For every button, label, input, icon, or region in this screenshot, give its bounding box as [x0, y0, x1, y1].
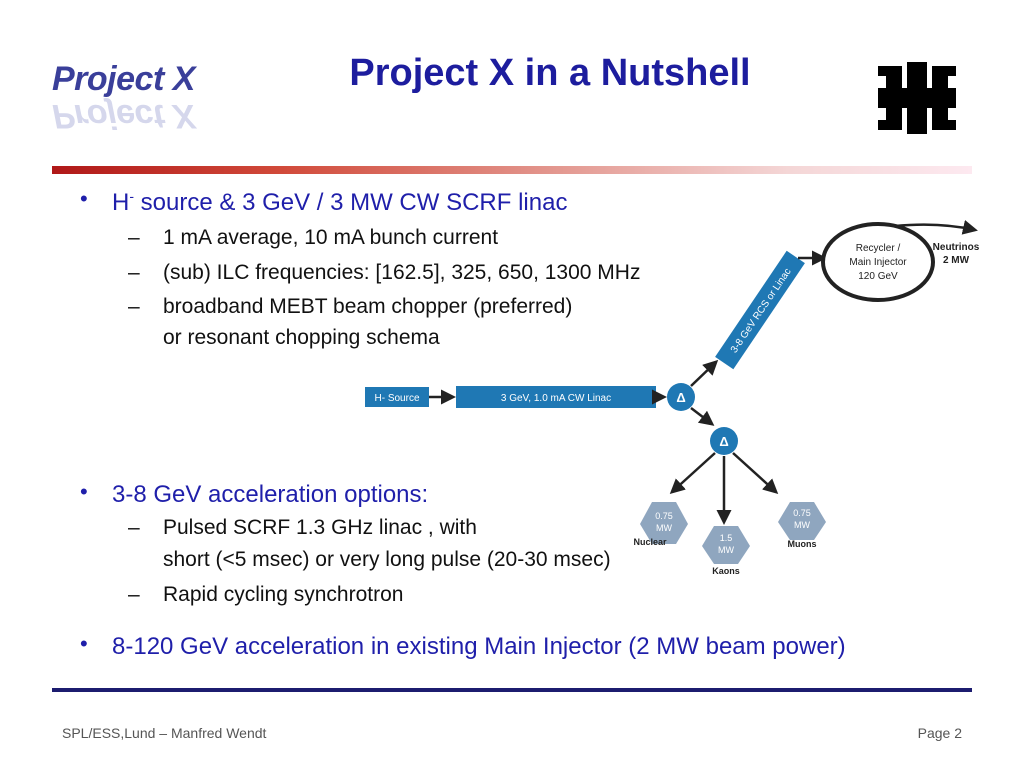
- muons-value-1: 0.75: [793, 508, 811, 518]
- muons-label: Muons: [788, 539, 817, 549]
- delta-2-label: Δ: [719, 434, 728, 449]
- slide-title: Project X in a Nutshell: [349, 52, 751, 94]
- nuclear-value-2: MW: [656, 523, 672, 533]
- sub-dash: –: [128, 226, 140, 249]
- bullet-1-sup: -: [129, 188, 135, 204]
- bullet-1-h: H: [112, 189, 130, 216]
- bullet-3: 8-120 GeV acceleration in existing Main …: [112, 633, 846, 660]
- kaons-hexagon: [702, 526, 750, 564]
- h-source-box: [365, 387, 429, 407]
- fermilab-logo-icon: [878, 62, 956, 134]
- bullet-1: H- source & 3 GeV / 3 MW CW SCRF linac: [112, 188, 567, 217]
- bullet-2-sub-1: Pulsed SCRF 1.3 GHz linac , with: [163, 516, 477, 539]
- bullet-2-sub-1-cont: short (<5 msec) or very long pulse (20-3…: [163, 548, 611, 571]
- kaons-value-2: MW: [718, 545, 734, 555]
- arrow-neutrinos: [894, 220, 978, 235]
- delta-1-node: [667, 383, 695, 411]
- recycler-ring: [821, 222, 935, 302]
- bullet-marker: •: [80, 186, 88, 211]
- muons-hexagon: [778, 502, 826, 540]
- footer-left: SPL/ESS,Lund – Manfred Wendt: [62, 725, 267, 741]
- nuclear-hexagon: [640, 502, 688, 544]
- linac-box: [456, 386, 656, 408]
- arrow-to-nuclear: [669, 452, 716, 495]
- bullet-2: 3-8 GeV acceleration options:: [112, 481, 429, 508]
- header-divider: [52, 166, 972, 174]
- sub-dash: –: [128, 516, 140, 539]
- bullet-1-sub-1: 1 mA average, 10 mA bunch current: [163, 226, 499, 249]
- recycler-label-2: Main Injector: [849, 257, 907, 268]
- bullet-2-sub-2: Rapid cycling synchrotron: [163, 583, 404, 606]
- delta-2-node: [710, 427, 738, 455]
- page-number: Page 2: [917, 725, 962, 741]
- bullet-marker: •: [80, 479, 88, 504]
- recycler-label-1: Recycler /: [856, 243, 901, 254]
- footer-divider: [52, 688, 972, 692]
- arrow-to-muons: [732, 452, 779, 495]
- kaons-label: Kaons: [712, 566, 740, 576]
- delta-1-label: Δ: [676, 390, 685, 405]
- rcs-box: 3-8 GeV RCS or Linac: [715, 250, 805, 370]
- recycler-label-3: 120 GeV: [858, 271, 898, 282]
- rcs-label: 3-8 GeV RCS or Linac: [729, 267, 794, 356]
- neutrinos-label-2: 2 MW: [943, 255, 970, 266]
- sub-dash: –: [128, 583, 140, 606]
- arrow-delta-rcs: [690, 359, 719, 387]
- muons-value-2: MW: [794, 520, 810, 530]
- project-x-diagram: H- Source 3 GeV, 1.0 mA CW Linac Δ 3-8 G…: [365, 220, 980, 576]
- linac-label: 3 GeV, 1.0 mA CW Linac: [501, 393, 611, 404]
- nuclear-label: Nuclear: [633, 537, 667, 547]
- neutrinos-label-1: Neutrinos: [933, 242, 980, 253]
- logo-reflection: Project X: [52, 97, 195, 135]
- bullet-1-rest: source & 3 GeV / 3 MW CW SCRF linac: [134, 189, 568, 216]
- arrow-delta-delta2: [690, 407, 715, 426]
- logo-text: Project X: [52, 60, 195, 98]
- bullet-marker: •: [80, 631, 88, 656]
- sub-dash: –: [128, 261, 140, 284]
- bullet-1-sub-3-cont: or resonant chopping schema: [163, 326, 440, 349]
- h-source-label: H- Source: [374, 393, 419, 404]
- project-x-logo: Project X Project X: [52, 60, 232, 135]
- bullet-1-sub-2: (sub) ILC frequencies: [162.5], 325, 650…: [163, 261, 641, 284]
- nuclear-value-1: 0.75: [655, 511, 673, 521]
- sub-dash: –: [128, 295, 140, 318]
- bullet-1-sub-3: broadband MEBT beam chopper (preferred): [163, 295, 573, 318]
- kaons-value-1: 1.5: [720, 533, 733, 543]
